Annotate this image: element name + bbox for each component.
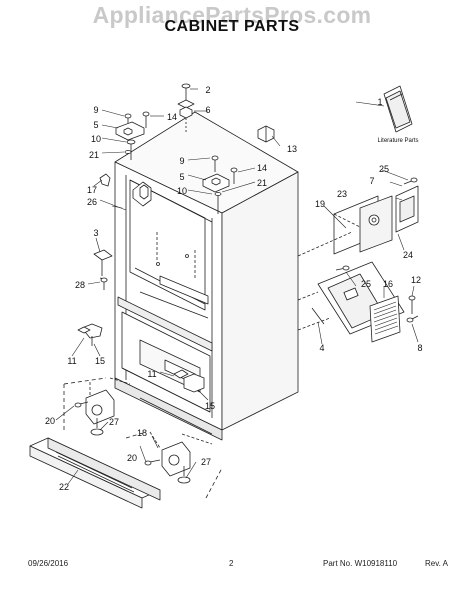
footer-page-number: 2 bbox=[229, 559, 234, 568]
upper-right-hinge-assembly bbox=[202, 155, 238, 214]
callout-27b: 27 bbox=[201, 457, 211, 467]
evaporator-cover-assembly bbox=[297, 177, 419, 257]
callout-2: 2 bbox=[205, 85, 210, 95]
callout-19: 19 bbox=[315, 199, 325, 209]
footer-part-number: Part No. W10918110 bbox=[323, 559, 398, 568]
callout-12: 12 bbox=[411, 275, 421, 285]
callout-14a: 14 bbox=[167, 112, 177, 122]
callout-labels: 1 2 3 4 5 5 6 7 8 9 9 10 10 11 11 12 13 … bbox=[45, 85, 423, 492]
callout-20b: 20 bbox=[127, 453, 137, 463]
literature-parts-label: Literature Parts bbox=[377, 138, 418, 144]
callout-16: 16 bbox=[383, 279, 393, 289]
callout-7: 7 bbox=[369, 176, 374, 186]
lower-assembly-dashed-frame bbox=[63, 377, 223, 499]
callout-15a: 15 bbox=[95, 356, 105, 366]
callout-11b: 11 bbox=[147, 369, 156, 379]
callout-23: 23 bbox=[337, 189, 347, 199]
callout-5b: 5 bbox=[179, 172, 184, 182]
callout-10b: 10 bbox=[177, 186, 187, 196]
footer-date: 09/26/2016 bbox=[28, 559, 69, 568]
callout-17: 17 bbox=[87, 185, 97, 195]
callout-26: 26 bbox=[87, 197, 97, 207]
front-left-leveling-leg bbox=[74, 377, 131, 436]
callout-25b: 25 bbox=[361, 279, 371, 289]
callout-21a: 21 bbox=[89, 150, 99, 160]
callout-1: 1 bbox=[377, 97, 382, 107]
callout-5a: 5 bbox=[93, 120, 98, 130]
lower-hinge-bracket-3 bbox=[93, 249, 113, 290]
callout-24: 24 bbox=[403, 250, 413, 260]
front-right-leveling-leg bbox=[144, 431, 213, 484]
callout-8: 8 bbox=[417, 343, 422, 353]
base-grille-22 bbox=[29, 437, 161, 509]
page-title: CABINET PARTS bbox=[164, 18, 300, 35]
callout-10a: 10 bbox=[91, 134, 101, 144]
callout-21b: 21 bbox=[257, 178, 267, 188]
callout-15b: 15 bbox=[205, 401, 215, 411]
leader-lines bbox=[55, 88, 419, 485]
callout-27a: 27 bbox=[109, 417, 119, 427]
footer-revision: Rev. A bbox=[425, 559, 448, 568]
callout-4: 4 bbox=[319, 343, 324, 353]
lower-center-bracket bbox=[173, 369, 205, 393]
callout-13: 13 bbox=[287, 144, 297, 154]
callout-22: 22 bbox=[59, 482, 69, 492]
callout-25a: 25 bbox=[379, 164, 389, 174]
door-stop-17 bbox=[99, 173, 111, 187]
callout-28: 28 bbox=[75, 280, 85, 290]
callout-14b: 14 bbox=[257, 163, 267, 173]
left-mullion-bracket bbox=[77, 323, 103, 346]
callout-11a: 11 bbox=[67, 356, 76, 366]
callout-9b: 9 bbox=[179, 156, 184, 166]
site-watermark: AppliancePartsPros.com bbox=[92, 2, 372, 28]
callout-9a: 9 bbox=[93, 105, 98, 115]
hinge-cover-13 bbox=[257, 125, 275, 143]
machine-compartment-assembly bbox=[297, 261, 419, 343]
callout-18: 18 bbox=[137, 428, 147, 438]
callout-6: 6 bbox=[205, 105, 210, 115]
callout-20a: 20 bbox=[45, 416, 55, 426]
upper-left-hinge-assembly bbox=[115, 111, 150, 160]
top-center-hinge-parts bbox=[177, 83, 195, 132]
cabinet-outline bbox=[114, 111, 299, 441]
literature-booklet-icon bbox=[383, 85, 413, 133]
callout-3: 3 bbox=[93, 228, 98, 238]
